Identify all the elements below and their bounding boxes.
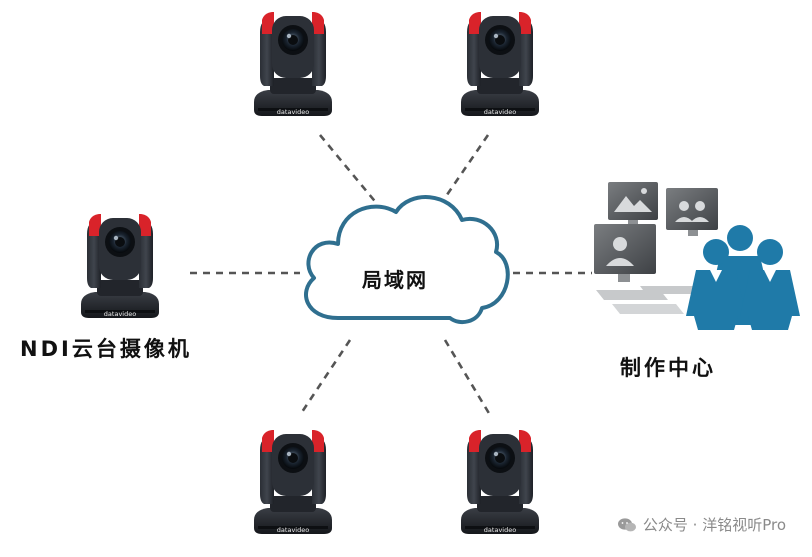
- ptz-camera-icon-top-right: [461, 12, 539, 116]
- link-top-left-camera: [318, 134, 380, 206]
- ptz-camera-icon-left: [81, 214, 159, 318]
- wechat-icon: [617, 517, 636, 531]
- ptz-camera-icon-top-left: [254, 12, 332, 116]
- ptz-camera-icon-bottom-right: [461, 430, 539, 534]
- link-bottom-right-camera: [443, 339, 492, 416]
- monitor-icon: [666, 188, 718, 236]
- watermark-text: 公众号 · 洋铭视听Pro: [642, 516, 786, 534]
- ptz-camera-icon-bottom-left: [254, 430, 332, 534]
- link-top-right-camera: [438, 134, 490, 206]
- monitor-icon: [608, 182, 658, 226]
- lan-cloud-icon: [304, 195, 510, 325]
- watermark: 公众号 · 洋铭视听Pro: [617, 514, 786, 535]
- connection-lines: [190, 134, 592, 416]
- link-bottom-left-camera: [298, 339, 352, 416]
- production-center-icon: [594, 182, 800, 330]
- production-center-label: 制作中心: [620, 356, 716, 380]
- people-icon: [686, 225, 800, 330]
- lan-label: 局域网: [362, 268, 428, 292]
- ndi-ptz-camera-label: NDI云台摄像机: [20, 337, 192, 361]
